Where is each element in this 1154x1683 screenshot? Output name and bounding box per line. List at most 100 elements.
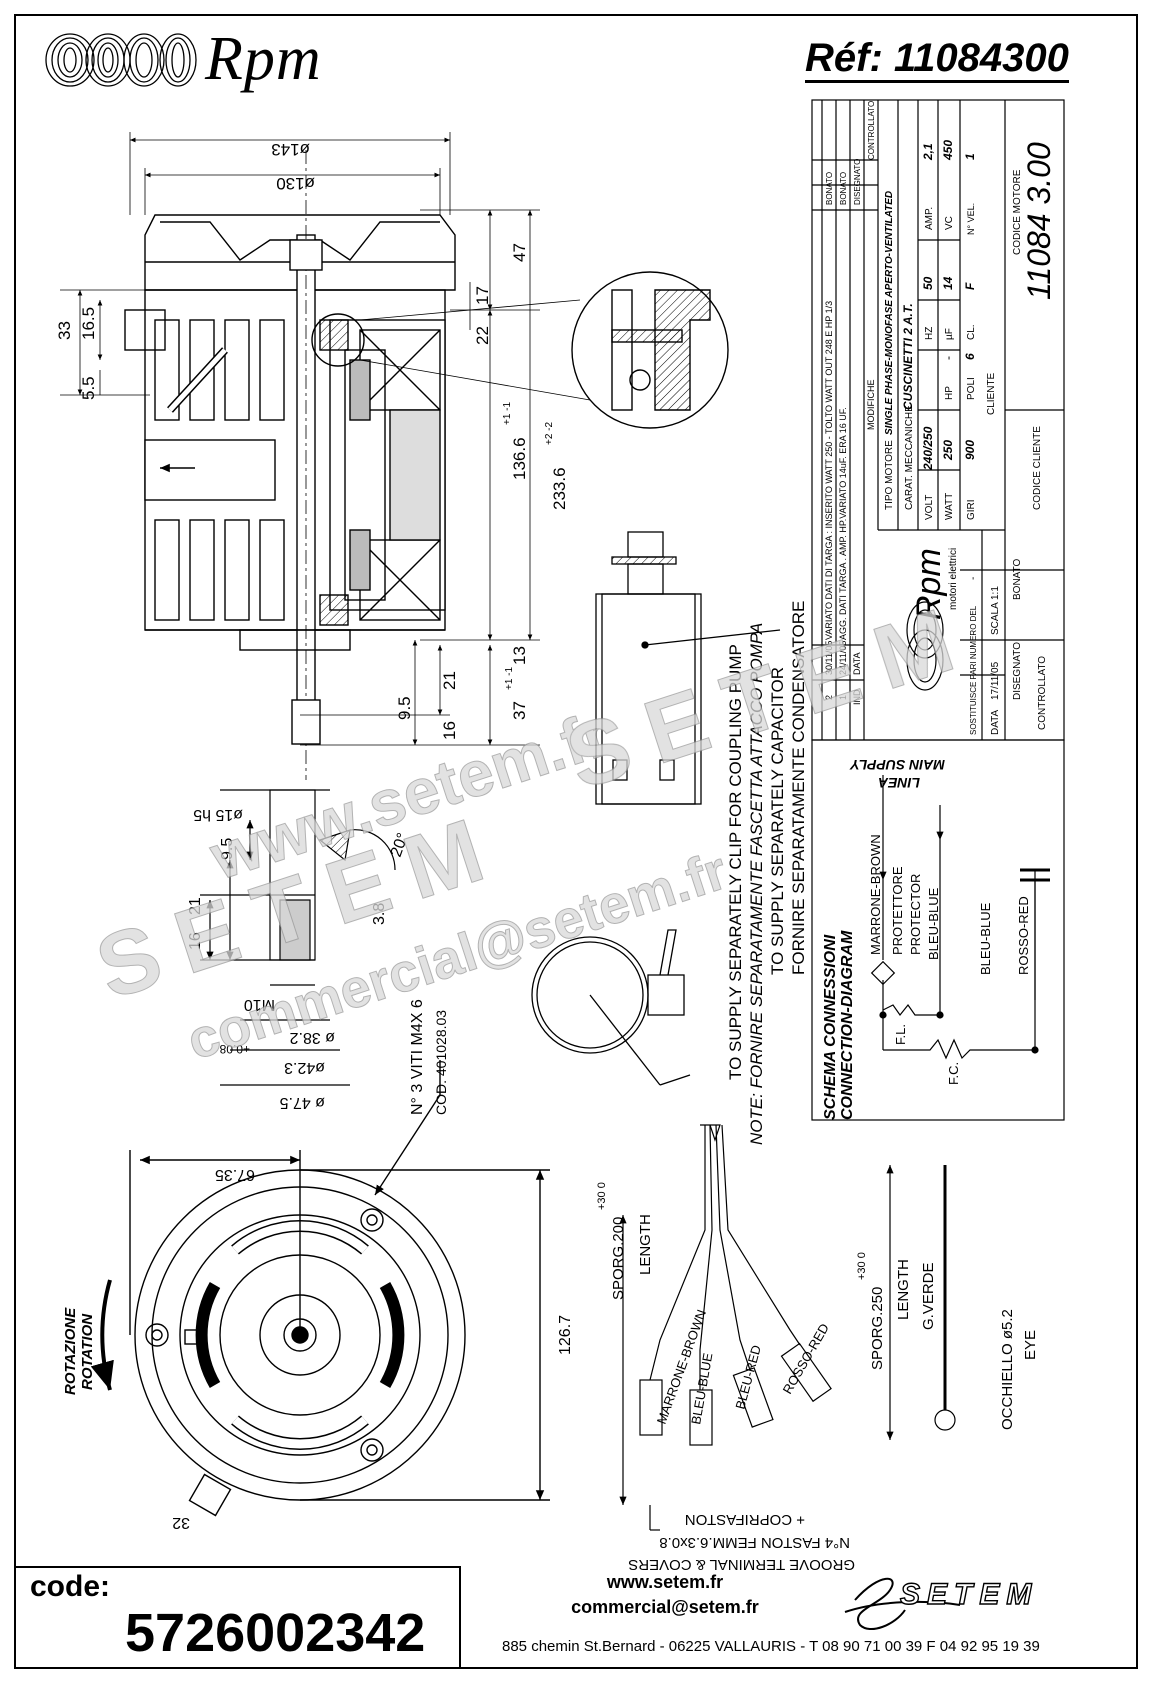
faston-line2: N°4 FASTON FEMM.6.3x0.8 [659, 1534, 850, 1551]
dim-5-5: 5.5 [79, 376, 98, 400]
volt-label: VOLT [924, 495, 935, 520]
main-supply: MAIN SUPPLY [849, 757, 945, 773]
screws-label: N° 3 VITI M4X 6 [409, 999, 426, 1115]
code-box [14, 1566, 461, 1669]
note-line4: FORNIRE SEPARATAMENTE CONDENSATORE [789, 601, 808, 975]
giri-label: GIRI [966, 499, 977, 520]
sporg250: SPORG.250 [869, 1287, 886, 1370]
rev2-date: 30/11/05 [824, 641, 834, 675]
schema-marrone: MARRONE-BROWN [868, 834, 883, 955]
dim-d38-2: ø 38.2 [290, 1029, 335, 1046]
rev2-text: VARIATO DATI DI TARGA : INSERITO WATT 25… [824, 301, 834, 640]
connection-diagram-text: SCHEMA CONNESSIONI CONNECTION-DIAGRAM MA… [822, 757, 1031, 1120]
schema-fc: F.C. [946, 1062, 961, 1085]
dim-233-6-tol: +2 -2 [544, 421, 555, 445]
dim-136-6: 136.6 [510, 437, 529, 480]
brand-name: Rpm [205, 25, 322, 93]
notes: TO SUPPLY SEPARATELY CLIP FOR COUPLING P… [726, 601, 808, 1145]
cl-label: CL. [966, 324, 977, 340]
watt-label: WATT [944, 493, 955, 520]
dim-22: 22 [473, 326, 492, 345]
screw-code: COD. 401028.03 [433, 1010, 449, 1115]
side-view-dimensions [60, 132, 540, 746]
note-line2: NOTE: FORNIRE SEPARATAMENTE FASCETTA ATT… [747, 623, 766, 1145]
rev1-date: 24/11/05 [838, 641, 848, 675]
dim-37: 37 [510, 701, 529, 720]
faston-line3: + COPRIFASTON [685, 1511, 805, 1528]
hz-value: 50 [921, 276, 935, 290]
dim-126-7: 126.7 [557, 1315, 574, 1355]
code-label: code: [30, 1570, 111, 1603]
bonato-h2: BONATO [839, 172, 848, 205]
dim-shaft-9-5: 9.5 [219, 838, 236, 860]
tipo-label: TIPO MOTORE [884, 440, 895, 510]
sporg250-tol: +30 0 [856, 1252, 868, 1280]
vc-label: VC [944, 216, 955, 230]
codice-motore-value: 11084 3.00 [1021, 142, 1057, 300]
dim-3-8: 3.8 [371, 903, 388, 925]
dim-d143: ø143 [271, 140, 310, 159]
length1: LENGTH [637, 1214, 654, 1275]
schema-bleu1: BLEU-BLUE [926, 887, 941, 960]
shaft-detail [200, 789, 396, 1086]
giri-value: 900 [963, 440, 977, 460]
motor-front-view [90, 1060, 550, 1517]
uf-label: µF [944, 328, 955, 340]
poli-value: 6 [963, 353, 977, 360]
footer-email[interactable]: commercial@setem.fr [571, 1597, 759, 1617]
amp-label: AMP. [924, 207, 935, 230]
title-block-logo: Rpm [910, 548, 948, 620]
side-view-dimension-text: ø143 ø130 47 17 22 33 16.5 5.5 136.6 +1 … [55, 140, 569, 740]
dim-d42-3-tol: +0.08 [219, 1042, 250, 1056]
note-line1: TO SUPPLY SEPARATELY CLIP FOR COUPLING P… [726, 644, 745, 1080]
dim-21: 21 [440, 671, 459, 690]
rpm-coil-logo [45, 33, 197, 87]
rev1-text: AGG. DATI TARGA . AMP. HP.VARIATO 14uF. … [838, 407, 848, 640]
dim-233-6: 233.6 [550, 467, 569, 510]
dim-136-6-tol: +1 -1 [502, 401, 513, 425]
gverde: G.VERDE [920, 1262, 937, 1330]
vel-value: 1 [963, 153, 977, 160]
pump-clip-drawing [531, 929, 691, 1086]
scala-label: SCALA [990, 602, 1001, 635]
poli-label: POLI [966, 377, 977, 400]
dim-shaft-21: 21 [187, 897, 204, 915]
eye: EYE [1022, 1330, 1039, 1360]
note-line3: TO SUPPLY SEPARATELY CAPACITOR [768, 667, 787, 975]
dim-shaft-16: 16 [187, 932, 204, 950]
occhiello: OCCHIELLO ø5.2 [999, 1309, 1016, 1430]
disegnato-value: BONATO [1012, 558, 1023, 600]
wire-red: ROSSO-RED [780, 1321, 832, 1397]
rev2-n: 2 [824, 695, 834, 700]
title-block-text: 2 30/11/05 VARIATO DATI DI TARGA : INSER… [824, 101, 1057, 735]
footer-website[interactable]: www.setem.fr [606, 1572, 724, 1592]
bonato-h1: BONATO [825, 172, 834, 205]
dim-d15: ø15 h5 [193, 806, 243, 823]
data-header: DATA [852, 652, 862, 675]
controllato-h: CONTROLLATO [867, 101, 876, 160]
schema-title1: SCHEMA CONNESSIONI [822, 934, 839, 1120]
bearing-detail [359, 271, 729, 429]
sostituisce-value: - [968, 577, 979, 580]
dim-d42-3: ø42.3 [284, 1059, 325, 1076]
sporg200: SPORG.200 [610, 1217, 627, 1300]
code-value: 5726002342 [125, 1603, 426, 1663]
schema-rosso: ROSSO-RED [1016, 896, 1031, 975]
capacitor-drawing [595, 531, 781, 805]
cliente-label: CLIENTE [986, 372, 997, 415]
uf-value: 14 [941, 276, 955, 290]
hp-value: - [941, 356, 955, 360]
schema-bleu2: BLEU-BLUE [978, 902, 993, 975]
disegnato-label: DISEGNATO [1012, 642, 1023, 700]
dim-32: 32 [172, 1514, 190, 1531]
dim-m10: M10 [244, 996, 275, 1013]
linea: LINEA [878, 775, 920, 791]
footer-address: 885 chemin St.Bernard - 06225 VALLAURIS … [502, 1638, 1040, 1655]
ind-header: IND [852, 689, 862, 705]
drawing-frame [14, 14, 1138, 1669]
modifiche-header: MODIFICHE [866, 380, 876, 431]
carat-label: CARAT. MECCANICHE [904, 405, 915, 510]
hp-label: HP [944, 386, 955, 400]
dim-37-tol: +1 -1 [504, 666, 515, 690]
codice-motore-label: CODICE MOTORE [1012, 169, 1023, 255]
